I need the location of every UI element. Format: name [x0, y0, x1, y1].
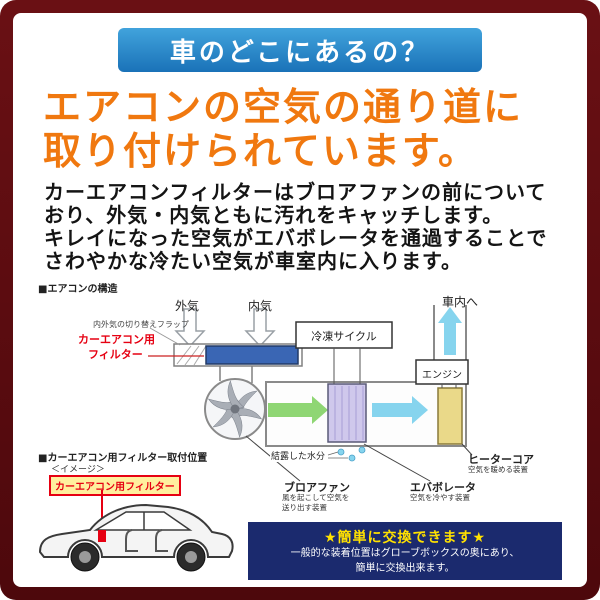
evaporator-label: エバボレータ — [410, 481, 476, 494]
ac-structure-section: ■エアコンの構造 — [38, 280, 562, 523]
filter-position-marker — [98, 530, 106, 542]
condensation-drops-icon — [337, 446, 366, 462]
header-banner-title: 車のどこにあるの？ — [169, 37, 431, 68]
flap-label: 内外気の切り替えフラップ — [93, 320, 189, 329]
outside-air-label: 外気 — [175, 299, 200, 313]
car-side-view-icon — [38, 490, 234, 572]
mount-position-label: ■カーエアコン用フィルター取付位置 — [38, 453, 208, 464]
to-cabin-label: 車内へ — [442, 295, 479, 309]
blower-fan-desc: 風を起こして空気を 送り出す装置 — [282, 493, 350, 512]
headline-line2: 取り付けられています。 — [43, 129, 479, 174]
inside-air-arrow-icon — [244, 308, 276, 348]
car-illustration — [28, 490, 243, 585]
mount-image-note: ＜イメージ＞ — [51, 465, 105, 475]
notice-line2: 簡単に交換出来ます。 — [355, 562, 455, 574]
description-line1: カーエアコンフィルターはブロアファンの前について — [44, 180, 547, 204]
headline: エアコンの空気の通り道に 取り付けられています。 — [43, 85, 523, 173]
blower-fan-label: ブロアファン — [284, 481, 350, 494]
heater-core-label: ヒーターコア — [468, 453, 534, 466]
header-banner: 車のどこにあるの？ — [118, 28, 482, 72]
inside-air-label: 内気 — [248, 299, 273, 313]
ac-structure-drawing — [148, 305, 473, 482]
refrigeration-cycle-box — [295, 321, 393, 349]
description-line3: キレイになった空気がエバボレータを通過することで — [44, 226, 548, 250]
notice-title: ★簡単に交換できます★ — [323, 530, 487, 546]
description-line2: おり、外気・内気ともに汚れをキャッチします。 — [44, 203, 504, 227]
flap-leader-line — [149, 327, 181, 346]
description-paragraph: カーエアコンフィルターはブロアファンの前について おり、外気・内気ともに汚れをキ… — [44, 181, 547, 273]
heater-core-leader-line — [461, 443, 473, 456]
condensed-water-label: 結露した水分 — [270, 449, 327, 462]
evaporator-desc: 空気を冷やす装置 — [410, 493, 470, 502]
evaporator-block — [327, 383, 367, 443]
cabin-filter-tag: カーエアコン用フィルター — [49, 475, 181, 496]
cabin-filter-label: カーエアコン用 フィルター — [78, 333, 155, 361]
cabin-filter — [205, 345, 299, 365]
airflow-arrow-green — [268, 396, 328, 424]
description-line4: さわやかな冷たい空気が車室内に入ります。 — [44, 249, 462, 273]
heater-core-desc: 空気を暖める装置 — [468, 465, 528, 474]
easy-replace-notice: ★簡単に交換できます★ 一般的な装着位置はグローブボックスの奥にあり、 簡単に交… — [248, 522, 562, 580]
headline-line1: エアコンの空気の通り道に — [43, 85, 524, 129]
airflow-arrow-cyan — [372, 396, 428, 424]
ac-structure-diagram: 外気 内気 車内へ 内外気の切り替えフラップ カーエアコン用 フィルター 冷凍サ… — [38, 293, 562, 523]
to-cabin-arrow-icon — [438, 307, 462, 355]
heater-core-block — [437, 387, 463, 445]
outside-air-arrow-icon — [174, 308, 206, 348]
engine-label: エンジン — [422, 370, 462, 381]
blower-fan-icon — [204, 378, 266, 440]
evaporator-leader-line — [363, 443, 431, 482]
content-panel: 車のどこにあるの？ エアコンの空気の通り道に 取り付けられています。 カーエアコ… — [13, 13, 587, 587]
ac-structure-label: ■エアコンの構造 — [38, 284, 118, 295]
notice-line1: 一般的な装着位置はグローブボックスの奥にあり、 — [290, 548, 520, 559]
refrigeration-cycle-label: 冷凍サイクル — [311, 330, 377, 343]
